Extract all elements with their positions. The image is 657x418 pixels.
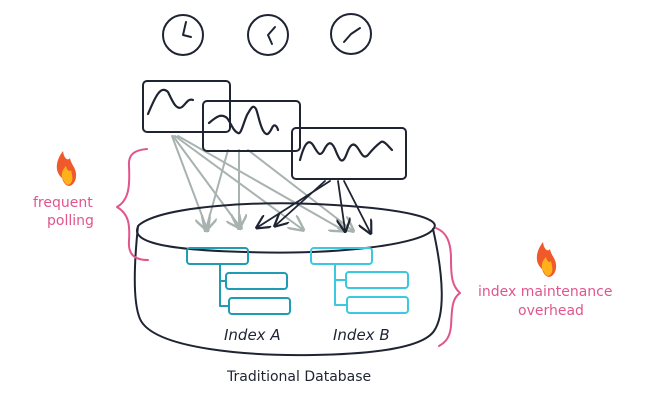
index-a-tree (186, 247, 291, 315)
index-maintenance-line-2: overhead (518, 303, 584, 319)
flame-icon (536, 242, 557, 277)
flame-icon (56, 151, 77, 186)
line-chart-card (142, 80, 231, 133)
frequent-polling-line-2: polling (47, 213, 94, 229)
clock-icon (247, 14, 289, 56)
index-b-tree (310, 247, 409, 314)
index-a-label: Index A (224, 326, 281, 344)
clock-icon (162, 14, 204, 56)
frequent-polling-annotation: frequent polling (33, 148, 149, 261)
database-cylinder (133, 202, 443, 357)
index-maintenance-line-1: index maintenance (478, 284, 612, 300)
line-chart-card (291, 127, 407, 180)
database-label: Traditional Database (226, 369, 371, 385)
frequent-polling-line-1: frequent (33, 195, 93, 211)
index-maintenance-annotation: index maintenance overhead (435, 227, 612, 347)
index-b-label: Index B (333, 326, 390, 344)
line-chart-card (202, 100, 301, 152)
clock-icon (330, 13, 372, 55)
